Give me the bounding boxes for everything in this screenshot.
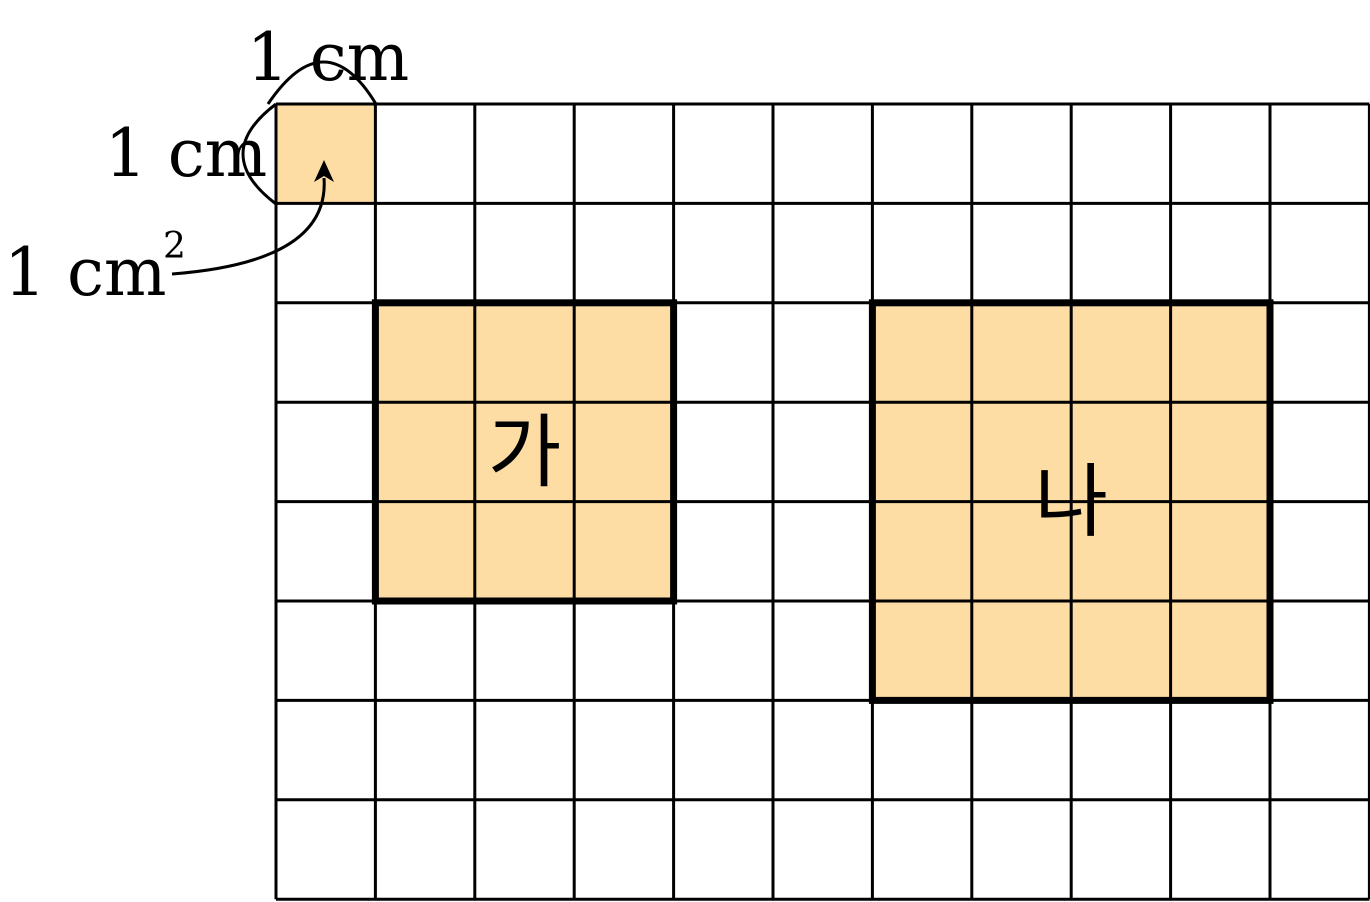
area-pointer-arrow: [171, 177, 326, 276]
shape-fill-0: [375, 302, 674, 601]
shape-label-1: 나: [1034, 456, 1108, 549]
shape-outlines: [371, 299, 1274, 704]
height-brace-arc: [241, 102, 277, 206]
unit-area-label: 1 cm: [4, 234, 167, 311]
width-brace-arc: [266, 60, 378, 105]
area-label: 1 cm 2: [4, 226, 186, 311]
unit-height-label: 1 cm: [105, 115, 268, 192]
shape-label-0: 가: [488, 406, 562, 499]
unit-width-label: 1 cm: [247, 19, 410, 96]
square-grid: [274, 102, 1370, 901]
shape-outline-0: [371, 299, 678, 605]
unit-area-exponent: 2: [163, 226, 186, 267]
shape-labels: 가나: [488, 406, 1108, 549]
arrowhead-icon: [314, 160, 334, 182]
unit-square-fill: [276, 104, 376, 204]
shape-outline-1: [868, 299, 1274, 704]
